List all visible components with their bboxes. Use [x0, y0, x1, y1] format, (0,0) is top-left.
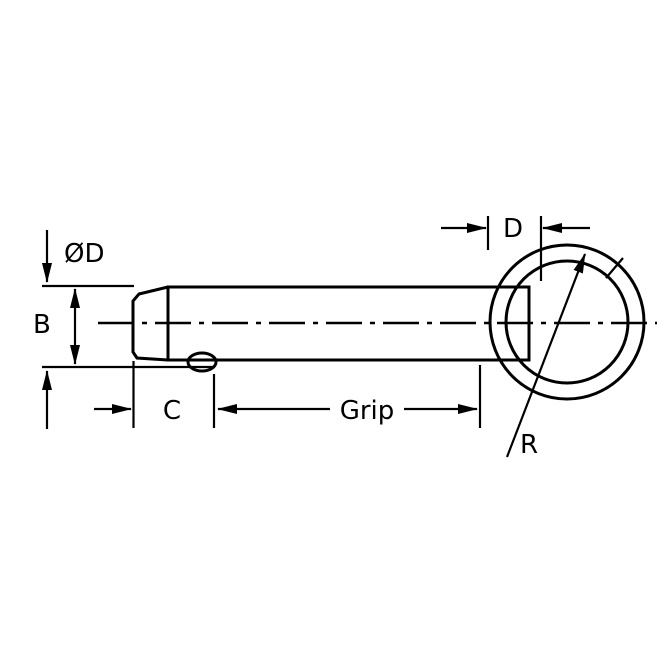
pin-body [166, 285, 531, 362]
detent-ball [186, 351, 218, 373]
leader-arrow-r [505, 253, 587, 458]
label-pin-diameter: ØD [64, 239, 105, 269]
label-d: D [503, 214, 523, 244]
label-c: C [163, 396, 181, 426]
pin-tip-chamfer [131, 285, 169, 362]
key-ring-outer [488, 243, 646, 401]
label-r: R [520, 430, 538, 460]
key-ring-inner [504, 259, 630, 385]
label-b: B [33, 310, 51, 340]
label-grip: Grip [340, 396, 395, 426]
key-ring-split-mark [605, 257, 624, 279]
